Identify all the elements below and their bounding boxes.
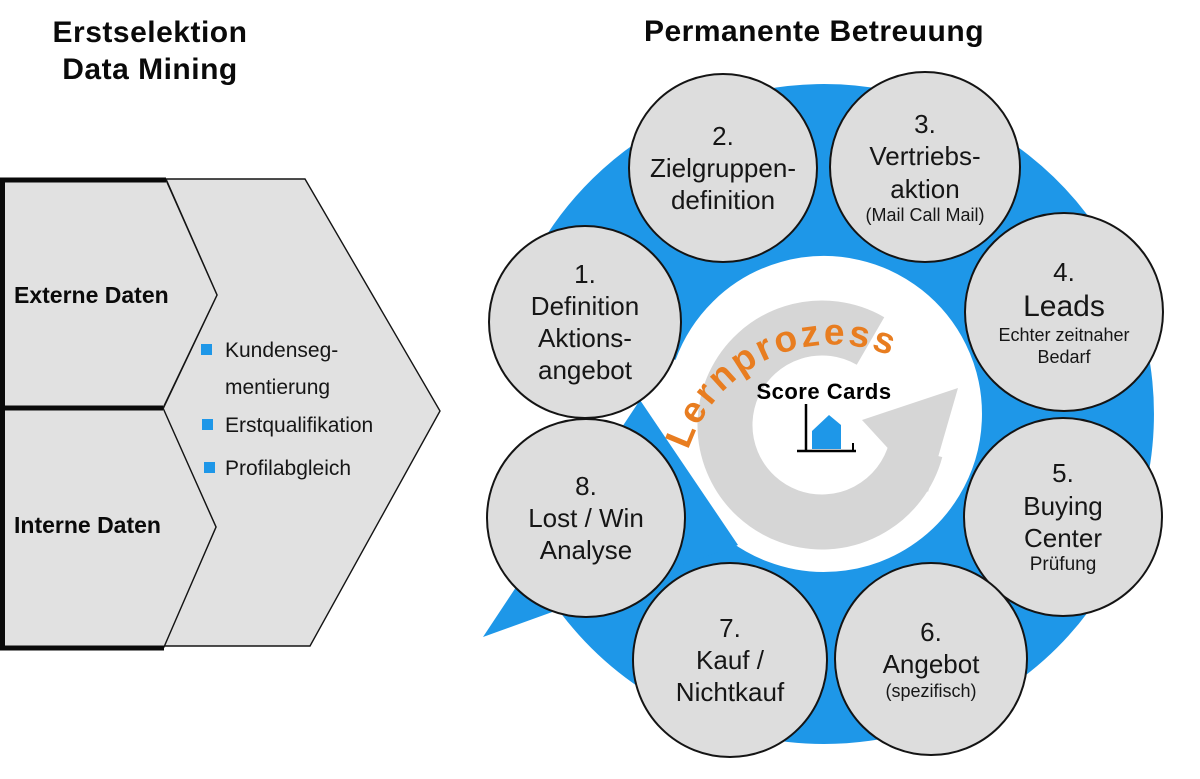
step-5-sub: Prüfung [1029, 554, 1097, 576]
step-4-sub2: Bedarf [1037, 346, 1091, 367]
step-8-line1: Lost / Win [528, 502, 644, 533]
left-panel-title: Erstselektion Data Mining [5, 14, 295, 88]
left-title-line2: Data Mining [62, 53, 238, 86]
bullet-item-1: Kundenseg- mentierung [225, 332, 338, 406]
step-2-line1: Zielgruppen- [650, 152, 796, 183]
step-5-line2: Center [1023, 522, 1103, 553]
interne-daten-label: Interne Daten [14, 512, 161, 538]
step-circle-6: 6. Angebot (spezifisch) [834, 562, 1028, 756]
step-6-sub: (spezifisch) [885, 680, 977, 701]
step-3-number: 3. [914, 109, 936, 140]
bullet-icon [202, 419, 213, 430]
step-1-number: 1. [574, 258, 596, 289]
left-title-line1: Erstselektion [52, 16, 248, 49]
step-2-line2: definition [670, 185, 776, 216]
step-7-line1: Kauf / [696, 644, 764, 675]
data-mining-shapes [0, 177, 441, 651]
step-circle-8: 8. Lost / Win Analyse [486, 418, 686, 618]
step-8-line2: Analyse [539, 535, 633, 566]
score-cards-label: Score Cards [756, 379, 892, 404]
step-1-line1: Definition [530, 290, 640, 321]
step-1-line2: Aktions- [538, 323, 632, 353]
score-chart-icon [797, 404, 856, 453]
right-panel-title: Permanente Betreuung [643, 15, 985, 48]
step-4-number: 4. [1053, 257, 1075, 288]
step-7-line2: Nichtkauf [675, 677, 785, 708]
bullet-icon [204, 462, 215, 473]
step-8-number: 8. [575, 470, 597, 501]
step-circle-5: 5. Buying Center Prüfung [963, 417, 1163, 617]
bullet-icon [201, 344, 212, 355]
step-6-line1: Angebot [882, 649, 980, 680]
step-circle-2: 2. Zielgruppen- definition [628, 73, 818, 263]
step-5-line1: Buying [1023, 490, 1103, 521]
bullet-item-1-line2: mentierung [225, 376, 331, 399]
step-circle-1: 1. Definition Aktions- angebot [488, 225, 682, 419]
step-1-line3: angebot [538, 355, 632, 386]
step-circle-7: 7. Kauf / Nichtkauf [632, 562, 828, 758]
step-6-number: 6. [920, 617, 942, 648]
lernprozess-swirl-arrow [697, 300, 943, 550]
step-4-line1: Leads [1023, 290, 1105, 324]
bullet-item-2: Erstqualifikation [225, 414, 374, 437]
externe-daten-label: Externe Daten [14, 282, 169, 308]
step-4-sub: Echter zeitnaher [998, 325, 1130, 346]
step-7-number: 7. [719, 612, 741, 643]
bullet-item-1-line1: Kundenseg- [225, 339, 339, 362]
step-5-number: 5. [1052, 458, 1074, 489]
step-circle-4: 4. Leads Echter zeitnaher Bedarf [964, 212, 1164, 412]
step-3-line2: aktion [890, 173, 960, 204]
lernprozess-swirl-arrowhead-icon [862, 388, 958, 492]
step-circle-3: 3. Vertriebs- aktion (Mail Call Mail) [829, 71, 1021, 263]
bullet-item-3: Profilabgleich [225, 457, 352, 480]
step-2-number: 2. [712, 120, 734, 151]
step-3-line1: Vertriebs- [869, 141, 981, 172]
step-3-sub: (Mail Call Mail) [865, 204, 985, 225]
